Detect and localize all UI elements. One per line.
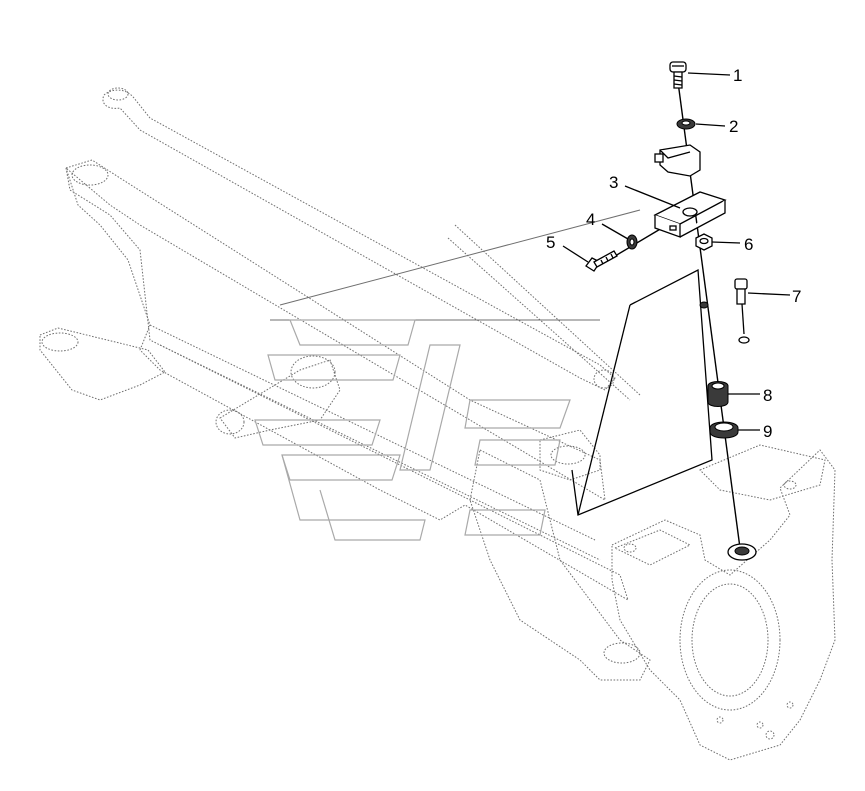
watermark-logo bbox=[254, 319, 571, 541]
screw-part-1 bbox=[669, 61, 687, 89]
callout-7: 7 bbox=[747, 287, 801, 306]
washer-part-2 bbox=[676, 118, 696, 130]
nut-part-6 bbox=[695, 233, 713, 251]
callout-number: 3 bbox=[609, 173, 618, 192]
callout-3: 3 bbox=[609, 173, 681, 209]
ring-part-9 bbox=[709, 421, 739, 439]
callout-number: 7 bbox=[792, 287, 801, 306]
callout-number: 6 bbox=[744, 235, 753, 254]
callout-number: 4 bbox=[586, 210, 595, 229]
callout-6: 6 bbox=[711, 235, 753, 254]
callout-1: 1 bbox=[687, 66, 742, 85]
housing-seat bbox=[727, 543, 757, 561]
callout-number: 9 bbox=[763, 422, 772, 441]
callout-4: 4 bbox=[586, 210, 629, 240]
callout-9: 9 bbox=[738, 422, 772, 441]
sensor-unit bbox=[654, 144, 701, 177]
axle-frame-ghost bbox=[39, 87, 836, 761]
callout-2: 2 bbox=[695, 117, 738, 136]
callout-number: 8 bbox=[763, 386, 772, 405]
lock-washer bbox=[699, 301, 709, 309]
screw-part-7 bbox=[734, 278, 750, 344]
bracket-part-3 bbox=[653, 191, 727, 238]
callout-8: 8 bbox=[728, 386, 772, 405]
bolt-part-5 bbox=[585, 250, 618, 272]
callout-number: 2 bbox=[729, 117, 738, 136]
callout-number: 5 bbox=[546, 233, 555, 252]
callout-number: 1 bbox=[733, 66, 742, 85]
mounting-plate bbox=[571, 268, 713, 516]
bushing-part-8 bbox=[707, 381, 729, 407]
callout-5: 5 bbox=[546, 233, 589, 263]
washer-part-4 bbox=[626, 234, 638, 250]
